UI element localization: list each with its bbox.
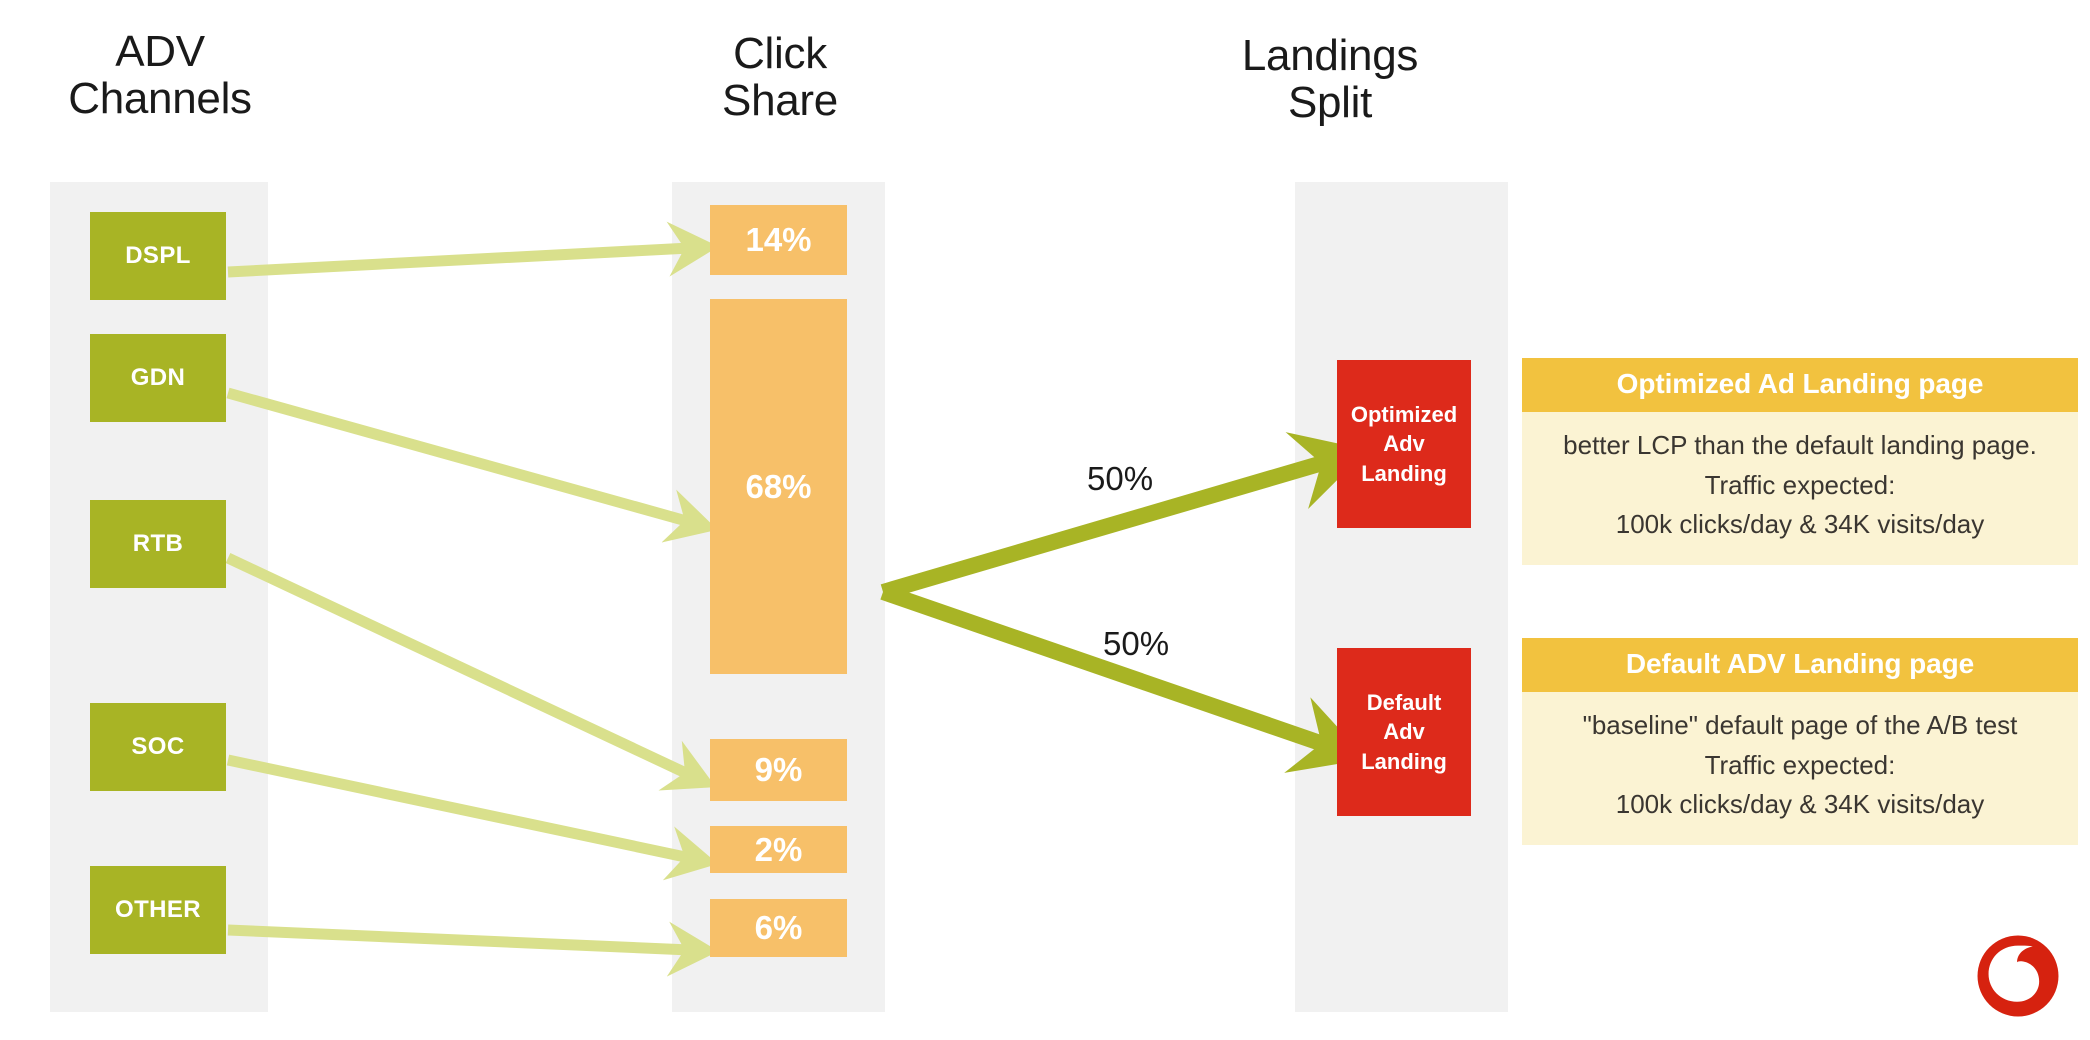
click-share-bar[interactable]: 6% [710,899,847,957]
flow-arrow-other-to-6 [227,921,719,977]
adv-channel-box[interactable]: SOC [90,703,226,791]
adv-channel-label: SOC [131,733,185,760]
click-share-bar[interactable]: 14% [710,205,847,275]
info-card-optimized: Optimized Ad Landing page better LCP tha… [1522,358,2078,565]
landing-box-label: Optimized Adv Landing [1350,402,1458,486]
adv-channel-box[interactable]: OTHER [90,866,226,954]
info-card-body: better LCP than the default landing page… [1563,430,2037,540]
info-card-header: Optimized Ad Landing page [1522,358,2078,412]
flow-arrow-gdn-to-68 [226,387,718,543]
flow-arrow-soc-to-2 [226,754,718,881]
vodafone-logo-icon [1977,935,2059,1017]
info-card-body: "baseline" default page of the A/B test … [1582,710,2018,820]
column-header-click-share: Click Share [722,29,838,126]
info-card-header: Default ADV Landing page [1522,638,2078,692]
landing-box-label: Default Adv Landing [1361,690,1447,774]
adv-channel-label: RTB [132,530,184,557]
adv-channel-label: DSPL [125,242,191,269]
info-card-default: Default ADV Landing page "baseline" defa… [1522,638,2078,845]
split-percentage-default: 50% [1103,625,1170,662]
column-header-landings-split: Landings Split [1241,31,1419,128]
flow-arrow-split-to-default [880,584,1367,773]
click-share-value: 9% [754,751,803,788]
landing-box-default[interactable]: Default Adv Landing [1337,648,1471,816]
click-share-value: 6% [754,909,803,946]
adv-channel-box[interactable]: GDN [90,334,226,422]
click-share-value: 2% [754,830,803,868]
adv-channel-label: OTHER [115,896,201,923]
flow-arrow-dspl-to-14 [227,221,719,278]
lane-background-landings-split [1295,182,1508,1012]
click-share-value: 14% [745,221,812,258]
landing-box-optimized[interactable]: Optimized Adv Landing [1337,360,1471,528]
click-share-bar[interactable]: 9% [710,739,847,801]
column-header-adv-channels: ADV Channels [68,27,252,124]
adv-channel-label: GDN [130,364,186,391]
click-share-bar[interactable]: 68% [710,299,847,674]
adv-channel-box[interactable]: DSPL [90,212,226,300]
click-share-bar[interactable]: 2% [710,826,847,873]
flow-arrow-rtb-to-9 [225,553,716,791]
click-share-value: 68% [745,467,812,505]
adv-channel-box[interactable]: RTB [90,500,226,588]
split-percentage-optimized: 50% [1087,460,1154,497]
